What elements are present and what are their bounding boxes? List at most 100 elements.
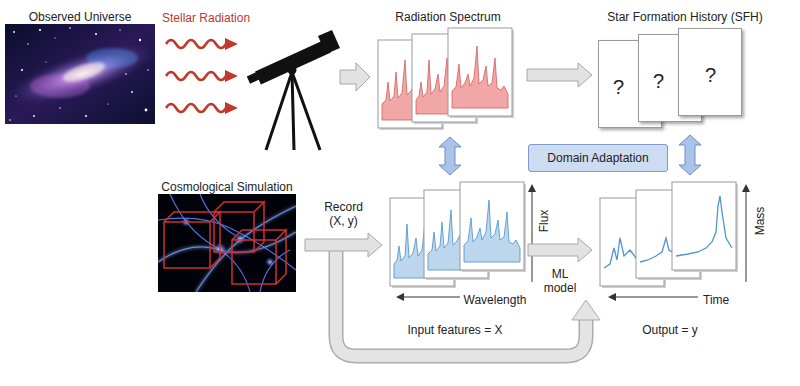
simulation-image-part-part bbox=[164, 212, 220, 268]
telescope-icon-part bbox=[318, 30, 340, 54]
label-anchor: Flux bbox=[533, 211, 556, 229]
axis-arrows bbox=[396, 184, 750, 301]
axis-label: Wavelength bbox=[464, 293, 527, 307]
observed-spectrum-panels-part bbox=[448, 28, 512, 116]
sfh-stack: Output = y bbox=[595, 178, 745, 338]
simulation-image-part bbox=[158, 194, 296, 292]
stack-caption: Output = y bbox=[642, 323, 698, 337]
simulated-spectrum-panels-part bbox=[460, 182, 524, 270]
sfh-stack: Star Formation History (SFH)??? bbox=[595, 4, 775, 132]
galaxy-image-part bbox=[61, 59, 107, 86]
image-panel: Cosmological Simulation bbox=[152, 174, 302, 294]
unknown-mark: ? bbox=[705, 64, 716, 86]
image-panel: Observed Universe bbox=[5, 4, 155, 126]
wave-arrowheads-part bbox=[225, 102, 238, 114]
stack-caption: Input features = X bbox=[407, 323, 502, 337]
axis-arrows-part bbox=[532, 192, 533, 282]
label-anchor: Mass bbox=[746, 211, 775, 229]
galaxy-image-part-part bbox=[139, 39, 141, 41]
unknown-mark: ? bbox=[613, 76, 624, 98]
label-anchor: Time bbox=[703, 290, 729, 308]
axis-label: Mass bbox=[753, 207, 767, 236]
edge-label: Record (X, y) bbox=[320, 200, 368, 228]
simulation-image-part bbox=[158, 194, 296, 292]
sfh-panel: ? bbox=[678, 28, 742, 116]
panel-heading: Observed Universe bbox=[29, 10, 132, 24]
simulation-image-part-part bbox=[232, 230, 286, 284]
wave-arrowheads bbox=[225, 38, 238, 114]
galaxy-image-part-part bbox=[9, 119, 11, 121]
galaxy-image-part-part bbox=[125, 73, 127, 75]
edge-label-anchor: Record (X, y) bbox=[320, 200, 368, 229]
simulation-image-part bbox=[265, 257, 275, 267]
process-box: Domain Adaptation bbox=[528, 144, 668, 172]
wave-arrowheads-part bbox=[225, 38, 238, 50]
simulation-image-part-part bbox=[214, 202, 264, 252]
simulation-image bbox=[158, 194, 296, 292]
galaxy-image-part-part bbox=[85, 115, 87, 117]
galaxy-image-part-part bbox=[69, 27, 71, 29]
flow-arrow bbox=[340, 63, 370, 91]
observed-spectrum-panels-part bbox=[452, 46, 508, 108]
training-loop-arrow-part bbox=[336, 249, 586, 356]
axis-arrows-part bbox=[404, 297, 460, 298]
panel-heading: Cosmological Simulation bbox=[161, 180, 292, 194]
axis-arrows-part bbox=[528, 184, 536, 192]
simulated-spectrum-panels-part bbox=[464, 200, 520, 262]
galaxy-image-part-part bbox=[147, 69, 148, 70]
simulated-sfh-panels-part bbox=[676, 196, 732, 256]
axis-arrows-part bbox=[608, 293, 616, 301]
axis-arrows-part bbox=[616, 297, 698, 298]
axis-label: Time bbox=[703, 293, 729, 307]
label-anchor: Wavelength bbox=[464, 290, 527, 308]
galaxy-image-part-part bbox=[45, 61, 46, 62]
galaxy-image-part-part bbox=[59, 107, 60, 108]
galaxy-image-part bbox=[5, 31, 155, 117]
training-loop-arrow-part bbox=[572, 300, 600, 320]
flow-arrow bbox=[527, 63, 592, 87]
galaxy-image-part-part bbox=[15, 95, 16, 96]
telescope-icon-part bbox=[292, 72, 320, 150]
flow-arrow bbox=[305, 233, 382, 257]
label-anchor: Stellar Radiation bbox=[162, 8, 250, 26]
panel-heading: Star Formation History (SFH) bbox=[607, 10, 762, 24]
simulation-image-part bbox=[164, 202, 286, 284]
flow-arrow bbox=[528, 238, 592, 262]
axis-label: Flux bbox=[537, 210, 551, 233]
galaxy-image-part-part bbox=[145, 109, 148, 112]
radiation-waves-part bbox=[166, 104, 226, 112]
annotation: Stellar Radiation bbox=[162, 11, 250, 25]
box-label: Domain Adaptation bbox=[547, 151, 648, 165]
edge-label-anchor: ML model bbox=[536, 267, 584, 296]
panel-heading: Radiation Spectrum bbox=[395, 10, 500, 24]
adaptation-arrow bbox=[439, 137, 461, 175]
galaxy-image-part-part bbox=[95, 33, 97, 35]
simulation-image-part bbox=[234, 233, 246, 245]
telescope-icon-part bbox=[266, 72, 292, 150]
simulation-image-part-part bbox=[196, 206, 296, 292]
axis-arrows-part bbox=[746, 192, 747, 282]
edge-label: ML model bbox=[536, 267, 584, 295]
training-loop-arrow-part bbox=[336, 250, 586, 356]
simulated-sfh-panels-part bbox=[672, 182, 736, 270]
simulated-spectrum-panels bbox=[390, 182, 526, 288]
simulation-image-part bbox=[158, 206, 296, 292]
galaxy-image-part bbox=[9, 27, 149, 121]
galaxy-image-part-part bbox=[107, 103, 108, 104]
spectrum-stack: Radiation Spectrum bbox=[372, 4, 524, 134]
training-loop-arrow bbox=[336, 249, 600, 356]
wave-arrowheads-part bbox=[225, 70, 238, 82]
spectrum-stack: Input features = X bbox=[385, 178, 525, 338]
galaxy-image-part-part bbox=[39, 29, 41, 31]
simulated-sfh-panels bbox=[600, 182, 738, 288]
adaptation-arrow bbox=[679, 135, 701, 175]
axis-arrows-part bbox=[742, 184, 750, 192]
galaxy-image-part-part bbox=[21, 69, 23, 71]
observed-spectrum-panels bbox=[378, 28, 514, 130]
galaxy-image-part-part bbox=[27, 43, 28, 44]
radiation-waves-part bbox=[166, 40, 226, 48]
galaxy-image-part-part bbox=[54, 37, 55, 38]
unknown-mark: ? bbox=[653, 70, 664, 92]
telescope-icon bbox=[247, 30, 340, 150]
galaxy-image-part-part bbox=[131, 91, 133, 93]
